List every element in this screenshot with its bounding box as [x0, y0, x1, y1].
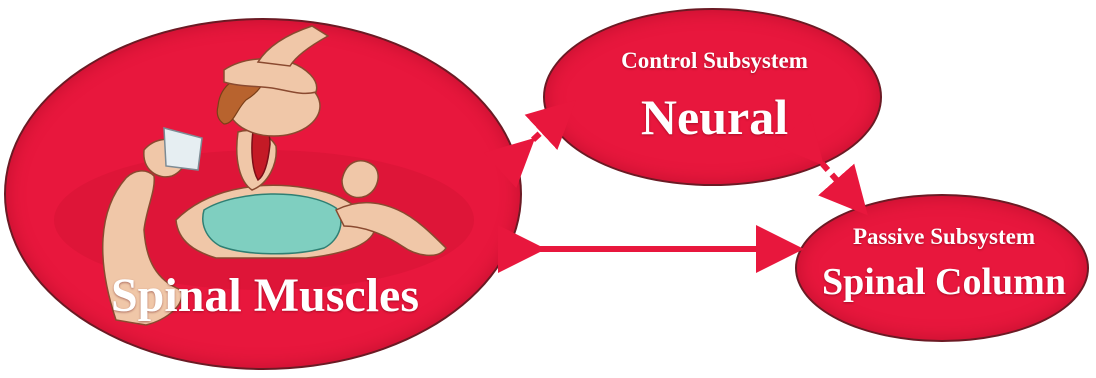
top-garment: [203, 194, 341, 254]
spinal-muscles-node: Spinal Muscles: [4, 18, 522, 370]
cup: [164, 128, 202, 170]
spinal-column-title: Spinal Column: [797, 260, 1091, 304]
neural-title: Neural: [545, 88, 884, 146]
examiner-forearm: [258, 26, 328, 66]
neural-subtitle: Control Subsystem: [545, 48, 884, 74]
neural-node: Control Subsystem Neural: [543, 8, 882, 186]
spinal-muscles-title: Spinal Muscles: [6, 268, 524, 323]
spinal-column-node: Passive Subsystem Spinal Column: [795, 194, 1089, 342]
spinal-column-subtitle: Passive Subsystem: [797, 224, 1091, 250]
right-hand: [342, 161, 378, 198]
